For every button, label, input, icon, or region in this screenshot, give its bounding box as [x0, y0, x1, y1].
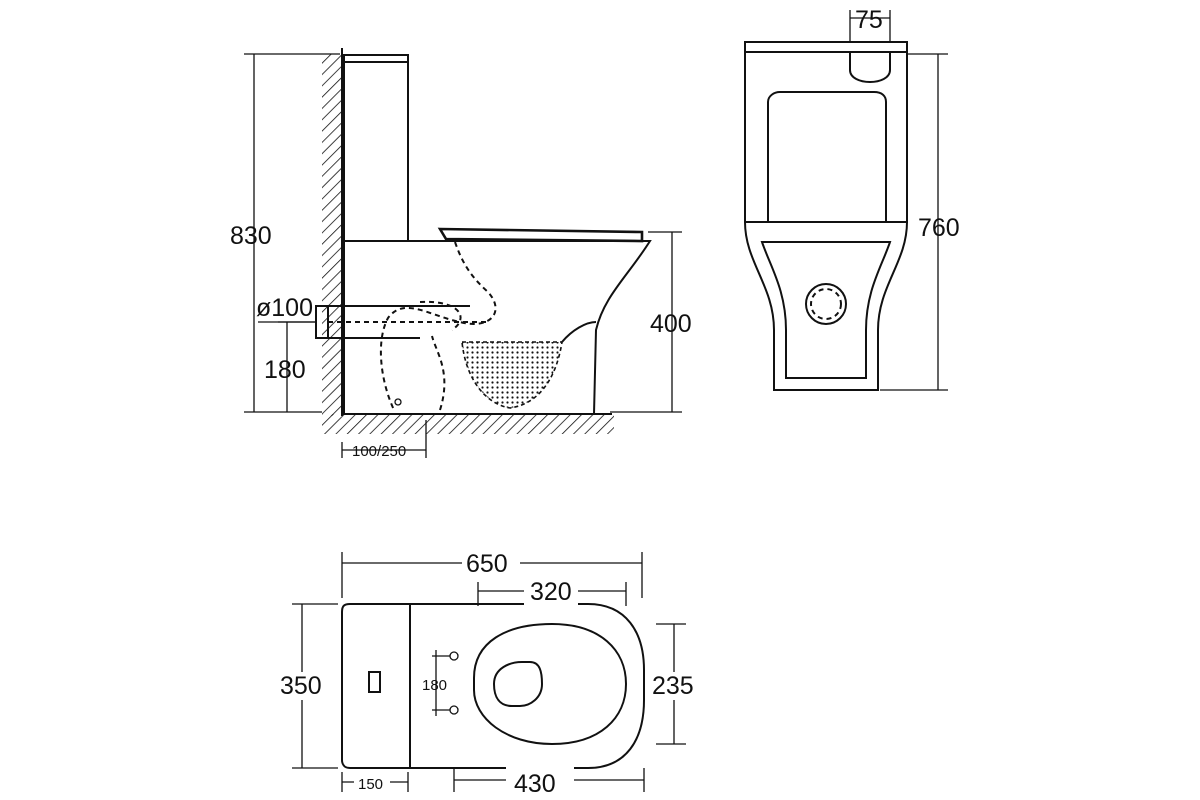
trap-path — [379, 241, 497, 411]
total-width-label: 350 — [280, 672, 322, 700]
wall-hatch — [322, 54, 342, 416]
outlet-circle — [805, 283, 847, 325]
front-tank — [744, 52, 908, 223]
seat-width-label: 235 — [652, 672, 694, 700]
front-height-label: 760 — [918, 214, 960, 242]
front-view: 75 760 — [744, 6, 960, 391]
bowl-opening — [492, 661, 544, 707]
fixing-spacing-label: 180 — [422, 677, 447, 694]
seat-ring — [473, 622, 628, 746]
tank-button — [368, 671, 381, 693]
flush-button — [849, 52, 891, 83]
bowl-basin — [461, 341, 563, 409]
top-view: 180 650 320 350 235 150 — [280, 548, 698, 798]
top-outline — [341, 603, 645, 769]
floor-hatch — [322, 414, 614, 434]
outlet-height-label: 180 — [264, 356, 306, 384]
bowl-height-label: 400 — [650, 310, 692, 338]
total-height-label: 830 — [230, 222, 272, 250]
wall-offset-label: 100/250 — [352, 443, 406, 460]
bowl-body — [343, 240, 652, 415]
tank-depth-label: 150 — [358, 776, 383, 793]
bowl-length-label: 430 — [514, 770, 556, 798]
top-width-label: 75 — [855, 6, 883, 34]
side-view: 830 180 ø100 400 100/250 — [230, 48, 692, 460]
seat-lid — [437, 227, 644, 243]
cistern-tank — [343, 54, 409, 242]
seat-length-label: 320 — [530, 578, 572, 606]
front-base — [744, 221, 908, 391]
total-length-label: 650 — [466, 550, 508, 578]
pipe-diameter-label: ø100 — [256, 294, 313, 322]
